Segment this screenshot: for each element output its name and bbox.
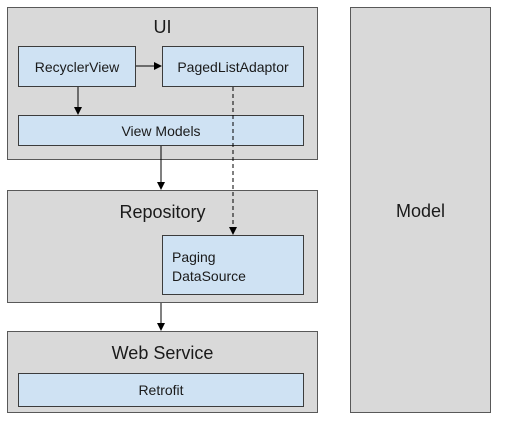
paged-list-adaptor-label: PagedListAdaptor: [177, 58, 289, 75]
view-models-label: View Models: [121, 122, 201, 139]
paging-datasource-box: Paging DataSource: [162, 235, 304, 295]
paged-list-adaptor-box: PagedListAdaptor: [162, 46, 304, 87]
recycler-view-label: RecyclerView: [34, 58, 120, 75]
view-models-box: View Models: [18, 115, 304, 146]
retrofit-box: Retrofit: [18, 373, 304, 407]
model-layer: Model: [350, 7, 491, 413]
repository-layer-title: Repository: [119, 202, 206, 222]
paging-datasource-label-line2: DataSource: [172, 268, 246, 284]
web-service-layer-title: Web Service: [111, 343, 214, 363]
ui-layer-title: UI: [153, 17, 172, 37]
model-layer-title: Model: [395, 201, 446, 221]
paging-datasource-label-line1: Paging: [172, 249, 216, 265]
recycler-view-box: RecyclerView: [18, 46, 136, 87]
retrofit-label: Retrofit: [138, 382, 184, 398]
